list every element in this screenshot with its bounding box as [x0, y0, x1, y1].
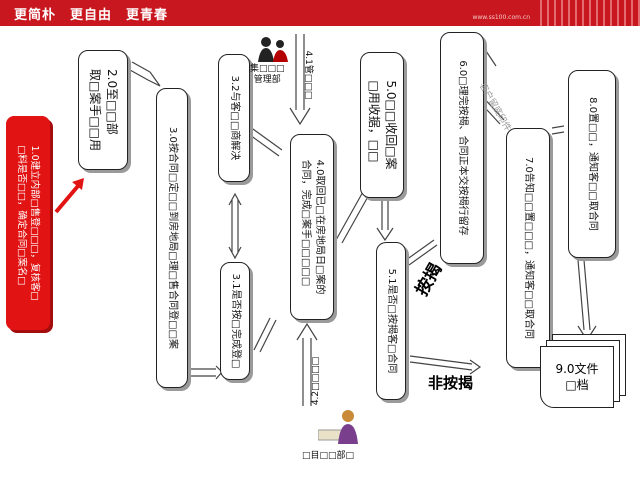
step-2-text: 2.0至□□部 取□案手□□用: [88, 68, 119, 152]
step-3-text: 3.0按合同□定□□到房地局□理□售合同登□□案: [167, 126, 178, 350]
step-5-text: 5.0□□收回□案 □用收据，□□: [367, 80, 398, 170]
step-7-text: 7.0告知□□置□□□，通知客□□取合同: [523, 156, 534, 340]
banner-stripe: [535, 0, 640, 26]
step-4-box: 4.0取回已□在房地局日□案的 合同，完成□案手□□□□□: [290, 134, 334, 320]
arrow-41-down: [289, 34, 311, 126]
manager-caption: 集□□□ 管理部: [250, 64, 285, 85]
header-banner: 更简朴 更自由 更青春 www.ss100.com.cn: [0, 0, 640, 26]
step-6-box: 6.0□理完按揭、合同正本交按揭行留存: [440, 32, 484, 264]
step-31-box: 3.1是否按□完成登□: [220, 262, 250, 380]
arrow-5-51: [376, 200, 394, 242]
staff-figure: [317, 408, 364, 446]
manager-figure: [254, 34, 294, 64]
arrow-42-up: [296, 322, 318, 406]
arrow-8-9: [577, 259, 597, 342]
step-6-text: 6.0□理完按揭、合同正本交按揭行留存: [457, 60, 468, 236]
arrow-4-5: [335, 189, 371, 244]
start-arrow: [54, 178, 84, 214]
step-32-text: 3.2与客□□商解决: [229, 75, 240, 161]
step-2-box: 2.0至□□部 取□案手□□用: [78, 50, 128, 170]
step-8-box: 8.0置□□，通知客□□取合同: [568, 70, 616, 258]
arrow-31-4: [253, 317, 277, 353]
step-5-box: 5.0□□收回□案 □用收据，□□: [360, 52, 404, 198]
step-1-box: 1.0建立内部□售登□□□，复核客□ □料是否□□，确定合同□案名□: [6, 116, 50, 330]
step-41-label: 4.1管□□□: [303, 50, 313, 100]
step-7-box: 7.0告知□□置□□□，通知客□□取合同: [506, 128, 550, 368]
step-42-label: 4.2□□□□: [311, 356, 321, 406]
step-31-text: 3.1是否按□完成登□: [230, 273, 241, 369]
arrow-2-3: [129, 61, 161, 87]
step-32-box: 3.2与客□□商解决: [218, 54, 250, 182]
step-4-text: 4.0取回已□在房地局日□案的 合同，完成□案手□□□□□: [300, 159, 325, 295]
step-1-text: 1.0建立内部□售登□□□，复核客□ □料是否□□，确定合同□案名□: [16, 145, 40, 301]
step-3-box: 3.0按合同□定□□到房地局□理□售合同登□□案: [156, 88, 188, 388]
step-51-box: 5.1是否□按揭客□合同: [376, 242, 406, 400]
manager-people-icon: [258, 37, 288, 62]
step-8-text: 8.0置□□，通知客□□取合同: [587, 97, 598, 231]
arrow-31-32: [228, 192, 242, 260]
arrow-client-note: [483, 47, 497, 67]
staff-caption: □目□□部□: [302, 451, 355, 461]
staff-person-icon: [317, 410, 358, 444]
arrow-3-31: [188, 365, 223, 380]
non-mortgage-label: 非按揭: [428, 374, 474, 392]
doc-sheet-front: 9.0文件 □档: [540, 346, 614, 408]
arrow-7-8: [551, 125, 565, 135]
arrow-51-6: [405, 239, 438, 266]
step-9-docs: 9.0文件 □档: [540, 334, 626, 410]
step-9-text: 9.0文件 □档: [555, 362, 599, 392]
banner-url: www.ss100.com.cn: [472, 14, 530, 21]
step-51-text: 5.1是否□按揭客□合同: [386, 268, 397, 374]
arrow-51-7: [409, 355, 482, 375]
banner-slogan: 更简朴 更自由 更青春: [14, 8, 169, 23]
